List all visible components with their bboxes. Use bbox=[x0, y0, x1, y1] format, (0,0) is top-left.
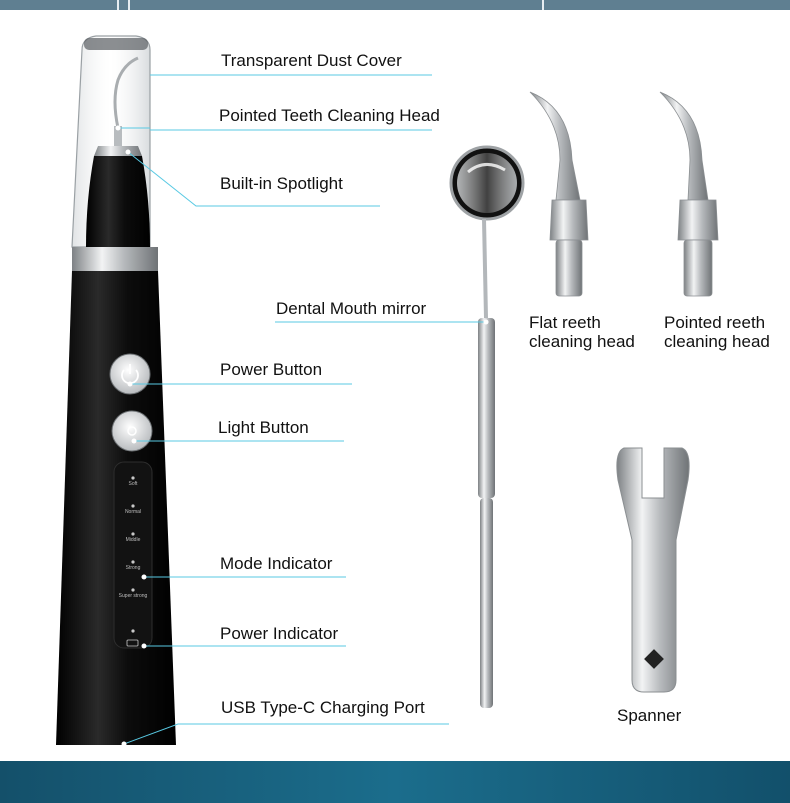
top-banner-divider bbox=[542, 0, 544, 10]
label-dust-cover: Transparent Dust Cover bbox=[221, 51, 402, 70]
flat-cleaning-head bbox=[529, 91, 589, 297]
label-power-indicator: Power Indicator bbox=[220, 624, 339, 643]
label-flat-head-line2: cleaning head bbox=[529, 332, 635, 351]
label-mode-indicator: Mode Indicator bbox=[220, 554, 333, 573]
pointed-cleaning-head bbox=[659, 91, 719, 297]
top-banner-divider bbox=[117, 0, 119, 10]
cleaning-tip bbox=[113, 56, 139, 129]
label-flat-head: Flat reeth cleaning head bbox=[529, 313, 635, 351]
indicator-panel bbox=[113, 461, 153, 649]
top-banner-divider bbox=[128, 0, 130, 10]
label-pointed-head-line2: cleaning head bbox=[664, 332, 770, 351]
label-usb-port: USB Type-C Charging Port bbox=[221, 698, 425, 717]
label-light-button: Light Button bbox=[218, 418, 309, 437]
label-cleaning-head: Pointed Teeth Cleaning Head bbox=[219, 106, 440, 125]
label-mirror: Dental Mouth mirror bbox=[276, 299, 427, 318]
power-button-illustration bbox=[109, 353, 151, 395]
light-button-illustration bbox=[111, 410, 153, 452]
device-ring bbox=[72, 247, 158, 271]
mode-label-strong: Strong bbox=[125, 565, 141, 571]
device-head bbox=[86, 156, 150, 247]
label-spanner: Spanner bbox=[617, 706, 682, 725]
spanner bbox=[616, 447, 690, 693]
label-pointed-head: Pointed reeth cleaning head bbox=[664, 313, 770, 351]
top-banner-strip bbox=[0, 0, 790, 10]
label-power-button: Power Button bbox=[220, 360, 323, 379]
battery-icon bbox=[126, 639, 139, 647]
cleaning-tip-shaft bbox=[114, 126, 122, 146]
mode-label-soft: Soft bbox=[128, 481, 138, 487]
label-pointed-head-line1: Pointed reeth bbox=[664, 313, 766, 332]
spotlight-ring bbox=[94, 146, 142, 156]
label-flat-head-line1: Flat reeth bbox=[529, 313, 601, 332]
dental-mirror bbox=[449, 145, 525, 708]
mode-label-middle: Middle bbox=[125, 537, 141, 543]
mode-label-normal: Normal bbox=[124, 509, 142, 515]
bottom-banner-strip bbox=[0, 761, 790, 803]
mode-label-super-strong: Super strong bbox=[118, 593, 148, 599]
label-spotlight: Built-in Spotlight bbox=[220, 174, 343, 193]
